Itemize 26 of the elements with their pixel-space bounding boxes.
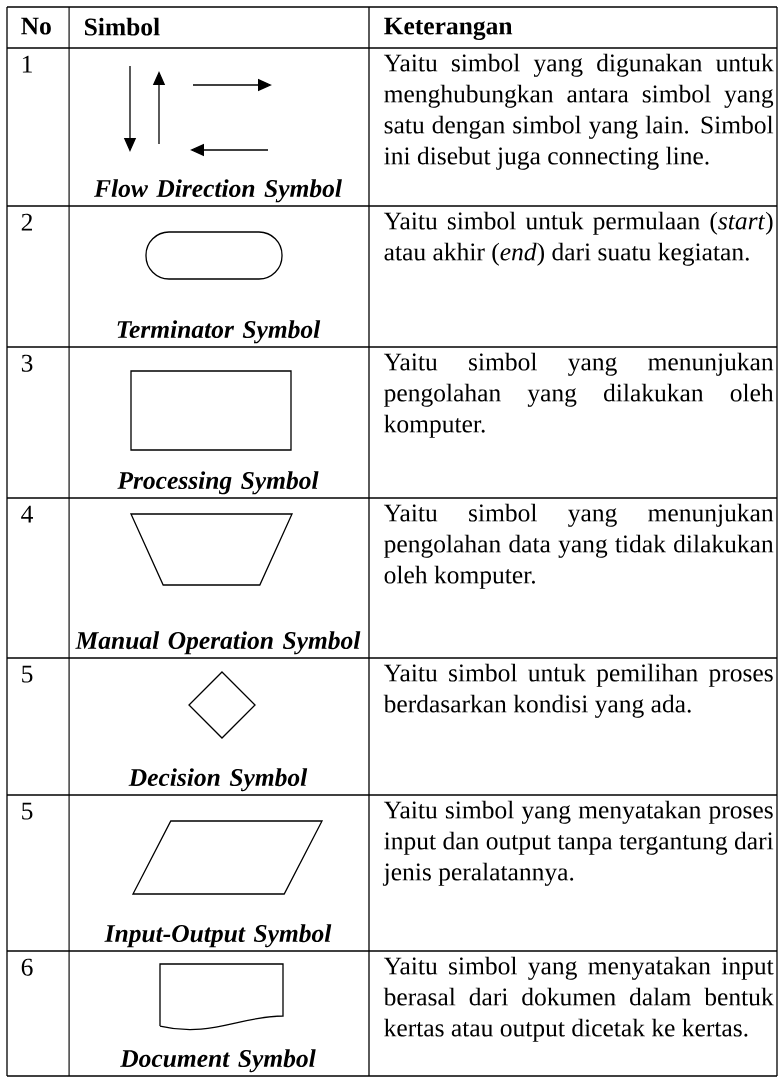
row-number: 3 (21, 354, 33, 372)
row-number: 2 (21, 213, 32, 231)
document-symbol (159, 963, 284, 1031)
symbol-caption: Input-Output Symbol (104, 924, 332, 948)
header-cell: No (21, 17, 51, 35)
row-number: 6 (21, 958, 33, 976)
description-text: Yaitu simbol yang menyatakan input berasal dari dokumen dalam bentuk kertas atau output dicetak ke kertas. (383, 956, 774, 1042)
symbol-caption: Processing Symbol (117, 471, 319, 495)
trapezoid-symbol (130, 513, 293, 586)
description-text: Yaitu simbol untuk permulaan (start) atau akhir (end) dari suatu kegiatan. (383, 211, 773, 266)
process-rectangle (130, 370, 292, 451)
row-number: 5 (22, 802, 33, 820)
capsule-symbol (145, 231, 283, 280)
symbol-caption: Terminator Symbol (117, 320, 321, 344)
symbol-caption: Manual Operation Symbol (75, 631, 361, 655)
header-cell: Keterangan (384, 17, 513, 40)
row-number: 1 (22, 55, 32, 73)
row-number: 4 (21, 505, 33, 523)
header-cell: Simbol (85, 17, 160, 36)
description-text: Yaitu simbol yang digunakan untuk menghubungkan antara simbol yang satu dengan simbol yang lain. Simbol ini disebut juga connecting line. (383, 53, 774, 170)
description-text: Yaitu simbol untuk pemilihan proses berdasarkan kondisi yang ada. (383, 663, 773, 718)
symbol-caption: Decision Symbol (128, 768, 308, 792)
row-number: 5 (22, 665, 33, 683)
decision-diamond (188, 671, 256, 739)
description-text: Yaitu simbol yang menunjukan pengolahan yang dilakukan oleh komputer. (383, 352, 774, 438)
description-text: Yaitu simbol yang menunjukan pengolahan data yang tidak dilakukan oleh komputer. (383, 503, 774, 589)
